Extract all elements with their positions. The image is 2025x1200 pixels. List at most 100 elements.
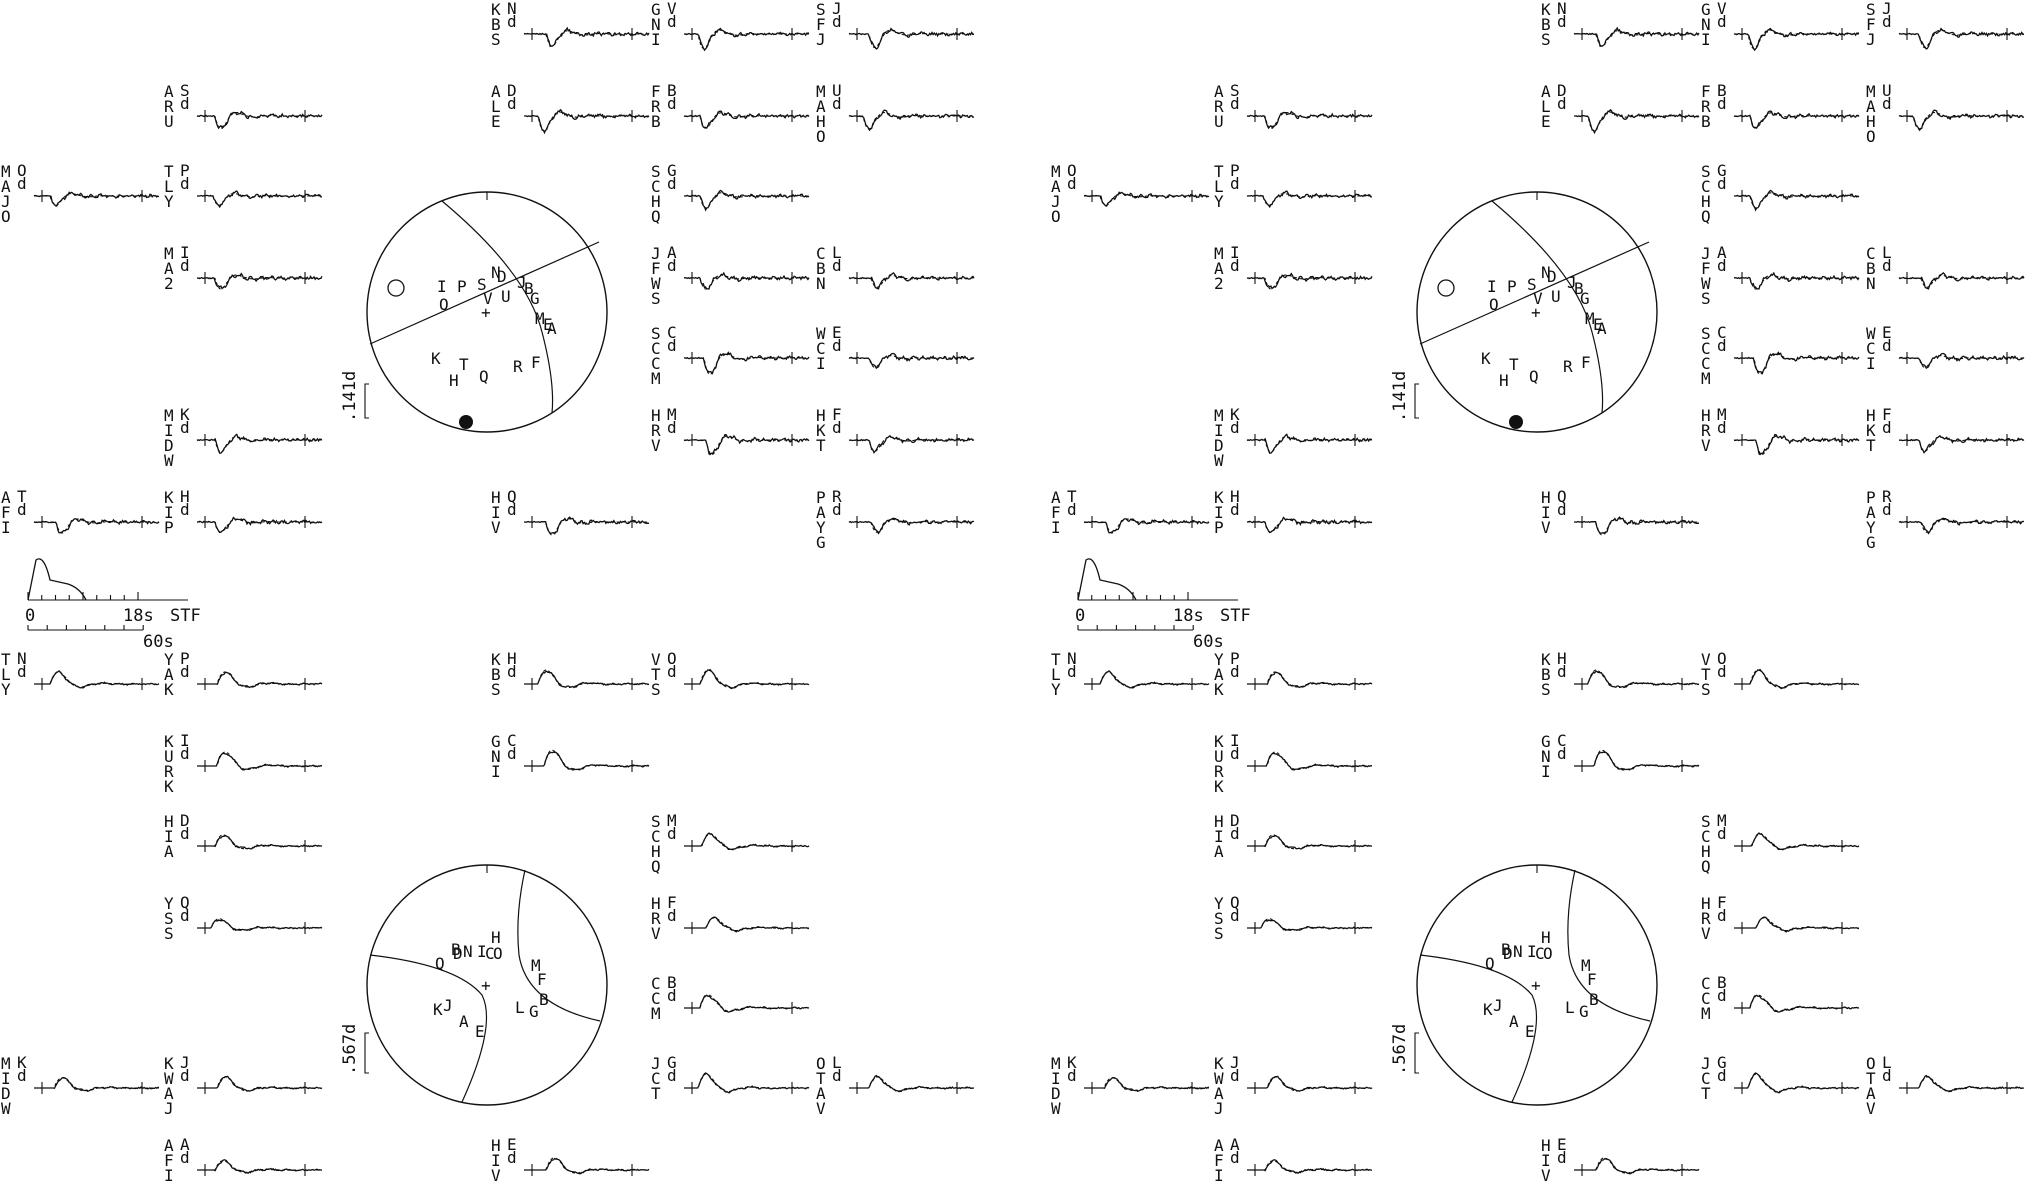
station-code-letter: W: [164, 1069, 174, 1088]
p-ray-label: A: [1597, 319, 1607, 338]
station-id: L: [832, 1053, 842, 1072]
synthetic-waveform: [1899, 355, 2024, 368]
station-code-letter: R: [1701, 909, 1711, 928]
p-ray-label: F: [1581, 353, 1591, 372]
synthetic-waveform: [1574, 30, 1699, 47]
component-label: d: [180, 500, 190, 519]
station-code-letter: R: [651, 909, 661, 928]
nodal-plane-2: [1491, 200, 1604, 414]
observed-waveform: [1898, 352, 2025, 370]
station-code-letter: O: [1866, 127, 1876, 146]
station-code-letter: D: [1051, 1084, 1061, 1103]
observed-waveform: [1247, 752, 1373, 771]
component-label: d: [1557, 12, 1567, 31]
component-label: d: [1717, 418, 1727, 437]
component-label: d: [17, 500, 27, 519]
station-code-letter: W: [1, 1099, 11, 1118]
synthetic-waveform: [34, 671, 159, 688]
p-ray-label: R: [1563, 357, 1573, 376]
station-id: P: [180, 649, 190, 668]
component-label: d: [1230, 906, 1240, 925]
station-code-letter: F: [816, 15, 826, 34]
station-code-letter: W: [1214, 1069, 1224, 1088]
observed-waveform: [684, 1072, 810, 1094]
component-label: d: [1230, 418, 1240, 437]
center-plus: +: [481, 976, 491, 995]
station-code-letter: C: [1866, 339, 1876, 358]
observed-waveform: [1247, 1159, 1373, 1175]
station-code-letter: H: [651, 842, 661, 861]
station-code-letter: C: [1701, 339, 1711, 358]
station-code-letter: D: [1, 1084, 11, 1103]
station-code-letter: H: [816, 406, 826, 425]
observed-waveform: [1734, 916, 1859, 933]
station-code-letter: S: [164, 909, 174, 928]
station-id: T: [1067, 487, 1077, 506]
observed-waveform: [848, 27, 975, 50]
component-label: d: [832, 500, 842, 519]
station-code-letter: S: [1701, 162, 1711, 181]
station-code-letter: H: [651, 894, 661, 913]
axis-end-label: 60s: [1193, 632, 1224, 652]
station-code-letter: P: [1214, 518, 1224, 537]
observed-waveform: [1573, 26, 1700, 48]
station-code-letter: A: [1051, 488, 1061, 507]
station-code-letter: Y: [1214, 650, 1224, 669]
station-code-letter: C: [651, 989, 661, 1008]
station-id: K: [1230, 405, 1240, 424]
station-code-letter: Y: [1214, 894, 1224, 913]
synthetic-waveform: [1899, 275, 2024, 288]
station-code-letter: N: [1541, 747, 1551, 766]
synthetic-waveform: [34, 1077, 159, 1092]
station-id: H: [507, 649, 517, 668]
station-code-letter: M: [164, 406, 174, 425]
p-ray-label: R: [513, 357, 523, 376]
synthetic-waveform: [524, 1157, 649, 1174]
component-label: d: [1717, 336, 1727, 355]
station-id: V: [667, 0, 677, 18]
station-code-letter: V: [491, 1166, 501, 1185]
station-code-letter: I: [1214, 1166, 1224, 1185]
synthetic-waveform: [1899, 518, 2024, 533]
observed-waveform: [848, 352, 975, 370]
station-code-letter: M: [651, 369, 661, 388]
component-label: d: [1717, 256, 1727, 275]
pressure-axis-marker: [1509, 415, 1523, 429]
station-code-letter: V: [1541, 518, 1551, 537]
station-code-letter: S: [1214, 924, 1224, 943]
synthetic-waveform: [524, 517, 649, 536]
observed-waveform: [1898, 109, 2025, 132]
nodal-plane-1: [369, 954, 488, 1103]
station-code-letter: A: [164, 842, 174, 861]
synthetic-waveform: [849, 355, 974, 368]
component-label: d: [667, 986, 677, 1005]
station-code-letter: H: [1701, 842, 1711, 861]
station-code-letter: L: [1541, 97, 1551, 116]
station-code-letter: S: [491, 30, 501, 49]
component-label: d: [1882, 1066, 1892, 1085]
station-id: V: [1717, 0, 1727, 18]
station-id: M: [1717, 405, 1727, 424]
station-code-letter: Y: [1866, 518, 1876, 537]
station-id: D: [507, 81, 517, 100]
observed-waveform: [196, 272, 323, 290]
observed-waveform: [848, 109, 975, 132]
station-code-letter: F: [1, 503, 11, 522]
station-code-letter: I: [1866, 354, 1876, 373]
component-label: d: [832, 256, 842, 275]
station-code-letter: H: [491, 1136, 501, 1155]
